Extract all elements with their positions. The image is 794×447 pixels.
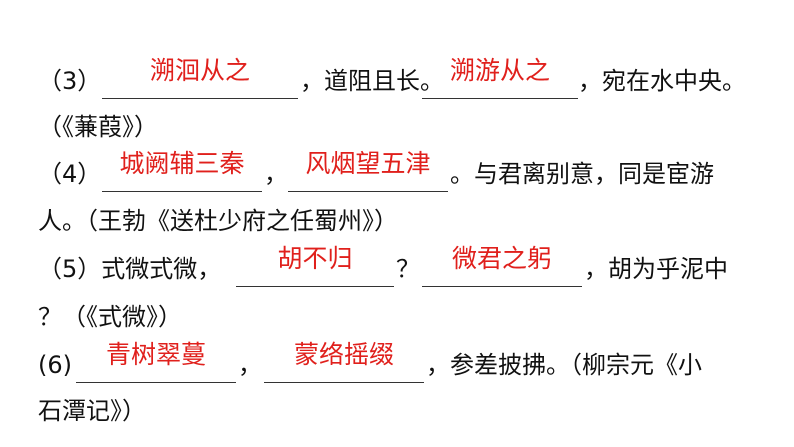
answer-text: 城阙辅三秦 — [119, 149, 245, 178]
sentence-text: ，宛在水中央。 — [578, 67, 746, 95]
source-citation: ？（《式微》） — [38, 303, 182, 331]
source-citation: 石潭记》） — [38, 397, 146, 425]
answer-blank[interactable]: 城阙辅三秦 — [102, 149, 262, 192]
sentence-text: ， — [238, 351, 262, 379]
item-number: （5）式微式微， — [38, 255, 222, 283]
sentence-text: ，道阻且长。 — [300, 67, 444, 95]
answer-text: 溯洄从之 — [149, 56, 250, 85]
item-number: （4） — [38, 160, 102, 188]
item-number: (6) — [38, 351, 72, 379]
answer-text: 蒙络摇缀 — [293, 340, 394, 369]
sentence-text: ，参差披拂。（柳宗元《小 — [426, 351, 702, 379]
answer-text: 胡不归 — [277, 244, 353, 273]
answer-blank[interactable]: 溯洄从之 — [102, 56, 298, 99]
answer-blank[interactable]: 溯游从之 — [422, 56, 578, 99]
answer-blank[interactable]: 胡不归 — [236, 244, 394, 287]
answer-blank[interactable]: 微君之躬 — [422, 244, 582, 287]
answer-blank[interactable]: 蒙络摇缀 — [264, 340, 424, 383]
answer-text: 微君之躬 — [451, 244, 552, 273]
source-citation: 人。（王勃《送杜少府之任蜀州》） — [38, 207, 398, 235]
answer-text: 青树翠蔓 — [105, 340, 206, 369]
answer-text: 风烟望五津 — [305, 149, 431, 178]
sentence-text: 。与君离别意，同是宦游 — [450, 160, 714, 188]
sentence-text: ？ — [396, 255, 420, 283]
sentence-text: ， — [264, 160, 288, 188]
sentence-text: ，胡为乎泥中 — [584, 255, 728, 283]
answer-blank[interactable]: 青树翠蔓 — [76, 340, 236, 383]
item-number: （3） — [38, 67, 102, 95]
answer-text: 溯游从之 — [449, 56, 550, 85]
answer-blank[interactable]: 风烟望五津 — [288, 149, 448, 192]
source-citation: （《蒹葭》） — [38, 113, 158, 141]
